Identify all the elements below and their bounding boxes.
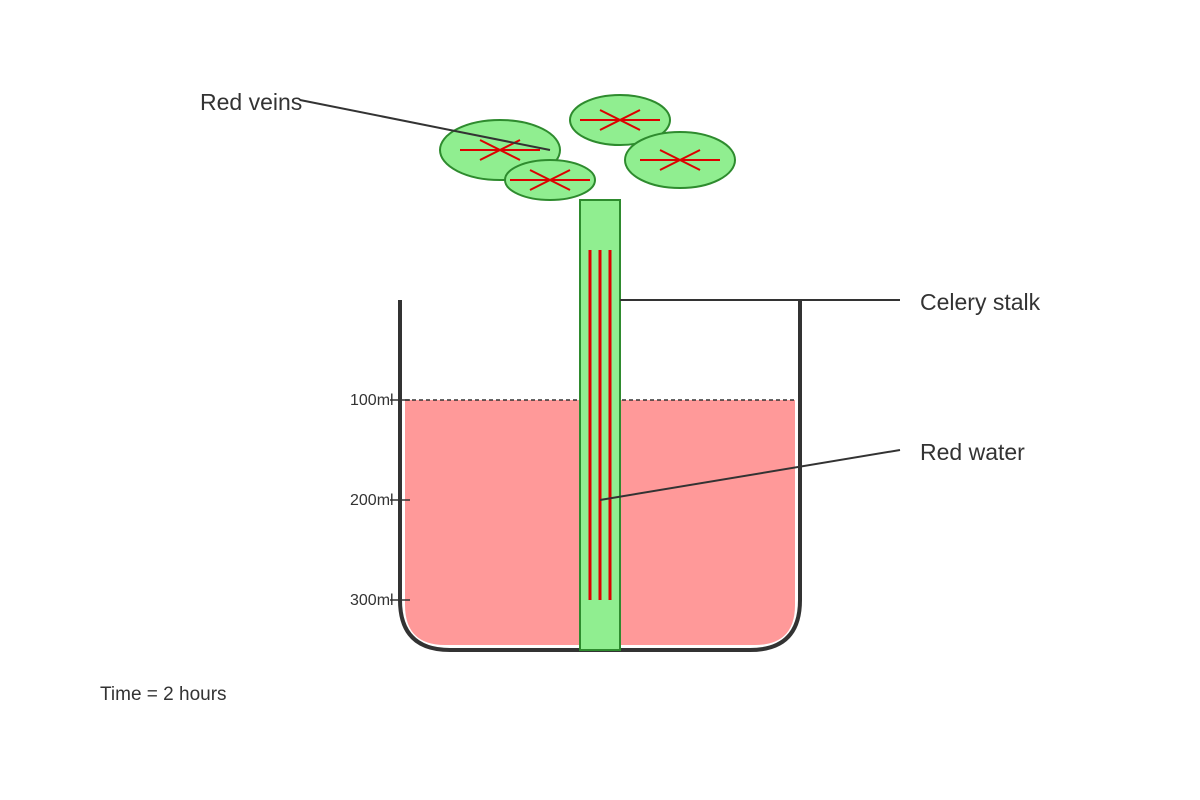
celery-leaves (439, 94, 736, 201)
time-label: Time = 2 hours (100, 684, 227, 705)
celery-stalk (579, 199, 621, 651)
red-water-label: Red water (920, 439, 1025, 465)
celery-stalk-label: Celery stalk (920, 289, 1041, 315)
red-veins-label: Red veins (200, 89, 302, 115)
scale-label-300: 300ml (350, 592, 394, 609)
leaf (569, 94, 671, 146)
beaker-scale: 100ml 200ml 300ml (350, 392, 410, 609)
leaf (504, 159, 596, 201)
scale-label-100: 100ml (350, 392, 394, 409)
leaf (624, 131, 736, 189)
scale-label-200: 200ml (350, 492, 394, 509)
red-veins-leader-line (299, 99, 551, 151)
red-water-leader-line (599, 449, 901, 501)
